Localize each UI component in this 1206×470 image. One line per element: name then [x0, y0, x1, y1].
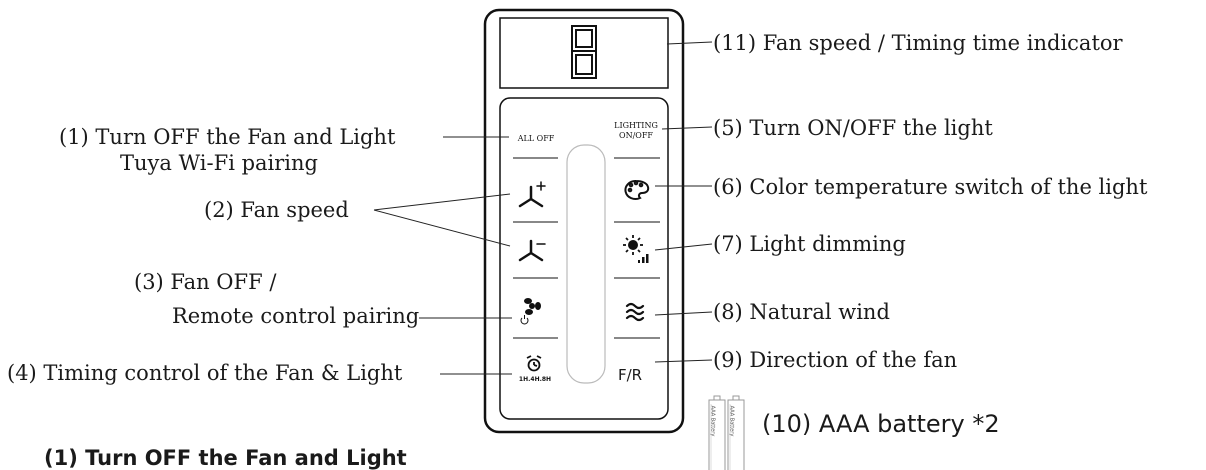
- label-1-line2: Tuya Wi-Fi pairing: [120, 151, 318, 175]
- left-dividers: [513, 157, 558, 339]
- lighting-button[interactable]: LIGHTING ON/OFF: [610, 121, 662, 141]
- label-3-line2: Remote control pairing: [172, 304, 420, 328]
- label-2: (2) Fan speed: [204, 198, 349, 222]
- fan-speed-up-button[interactable]: [512, 172, 558, 216]
- fan-minus-icon: [518, 239, 546, 262]
- label-6: (6) Color temperature switch of the ligh…: [713, 175, 1148, 199]
- fan-power-icon: [520, 298, 541, 325]
- fan-plus-icon: [518, 181, 546, 208]
- fan-off-button[interactable]: [512, 290, 558, 334]
- lighting-label-line2: ON/OFF: [619, 131, 653, 140]
- section-heading: (1) Turn OFF the Fan and Light: [44, 446, 407, 470]
- sun-dimmer-icon: [623, 235, 649, 263]
- timer-label: 1H.4H.8H: [518, 376, 552, 383]
- label-9: (9) Direction of the fan: [713, 348, 958, 372]
- lighting-label-line1: LIGHTING: [614, 121, 658, 130]
- label-1-line1: (1) Turn OFF the Fan and Light: [59, 125, 396, 149]
- label-10: (10) AAA battery *2: [762, 410, 1000, 438]
- label-3-line1: (3) Fan OFF /: [134, 270, 277, 294]
- right-dividers: [614, 157, 660, 339]
- label-8: (8) Natural wind: [713, 300, 890, 324]
- center-slot: [566, 144, 606, 384]
- alarm-clock-icon: [526, 355, 542, 372]
- battery-2-text: AAA Battery: [728, 405, 735, 437]
- all-off-button[interactable]: ALL OFF: [514, 134, 558, 144]
- label-11: (11) Fan speed / Timing time indicator: [713, 31, 1123, 55]
- timer-button[interactable]: 1H.4H.8H: [514, 375, 556, 385]
- direction-label: F/R: [618, 366, 643, 384]
- direction-button[interactable]: F/R: [618, 366, 642, 384]
- battery-1-text: AAA Battery: [709, 405, 716, 437]
- label-4: (4) Timing control of the Fan & Light: [7, 361, 403, 385]
- color-temp-button[interactable]: [614, 172, 660, 216]
- label-7: (7) Light dimming: [713, 232, 906, 256]
- dimming-button[interactable]: [614, 228, 660, 272]
- battery-pair-icon: [708, 395, 745, 470]
- seven-segment-digit: [571, 25, 597, 79]
- leader-lines: [373, 41, 713, 375]
- label-5: (5) Turn ON/OFF the light: [713, 116, 993, 140]
- all-off-label: ALL OFF: [517, 134, 555, 143]
- natural-wind-button[interactable]: [614, 290, 660, 334]
- wind-waves-icon: [625, 302, 645, 322]
- fan-speed-down-button[interactable]: [512, 228, 558, 272]
- palette-icon: [624, 179, 650, 200]
